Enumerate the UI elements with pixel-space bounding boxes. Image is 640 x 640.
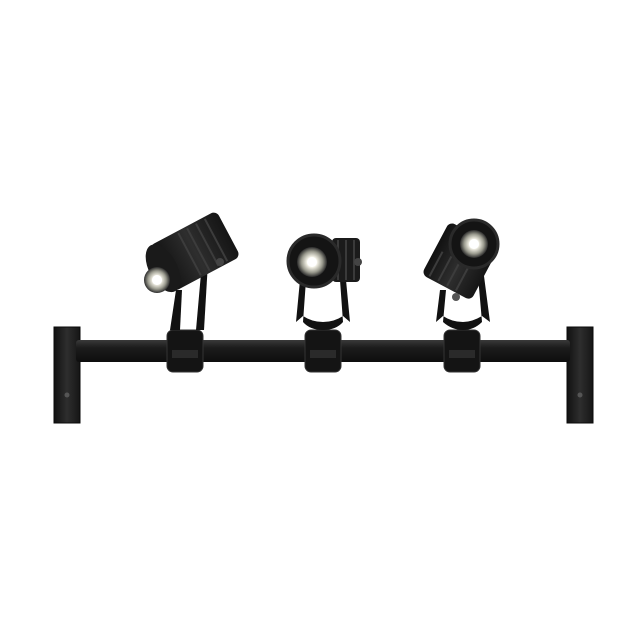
left-wall-plate [53, 326, 81, 424]
clamp-middle [304, 329, 342, 373]
clamp-left [166, 329, 204, 373]
spotlight-right [423, 218, 500, 330]
right-wall-plate [566, 326, 594, 424]
spotlight-middle [286, 233, 362, 330]
spotlight-left [144, 212, 239, 330]
clamp-right [443, 329, 481, 373]
